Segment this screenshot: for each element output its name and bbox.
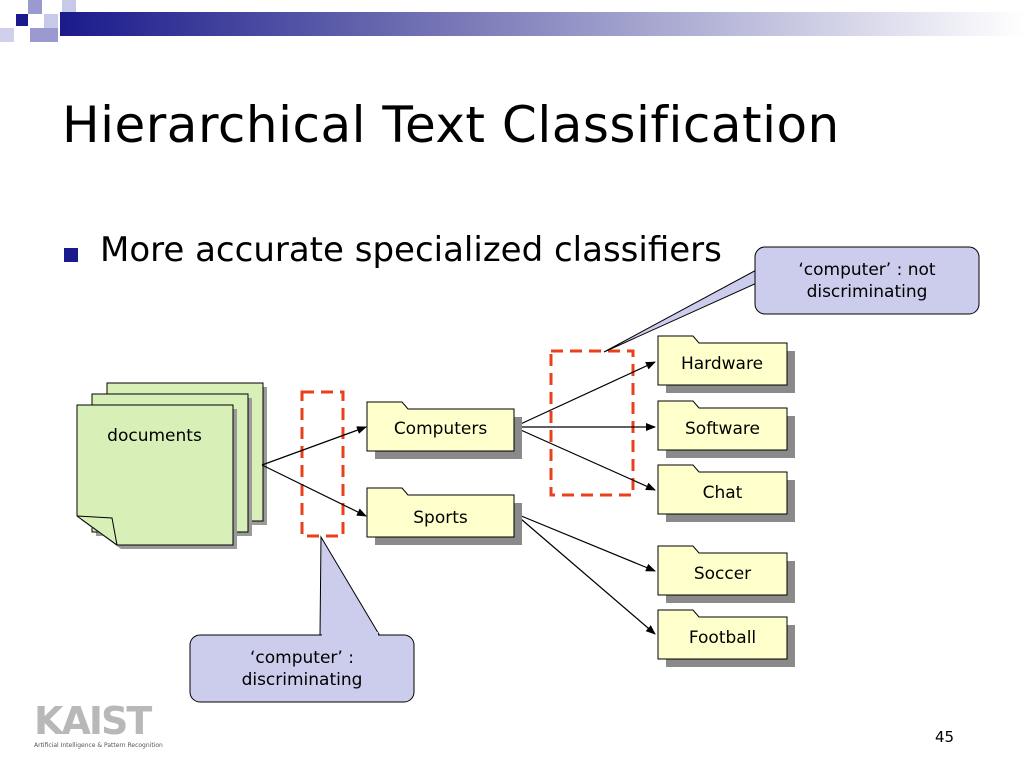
documents-label: documents <box>107 426 202 446</box>
folder-chat-icon <box>657 464 795 522</box>
folder-label-hardware: Hardware <box>680 354 764 374</box>
folder-label-football: Football <box>688 628 757 648</box>
documents-stack-icon <box>76 382 267 549</box>
dashed-box-second-level <box>549 349 635 497</box>
folder-football-icon <box>657 609 795 667</box>
folder-hardware-icon <box>657 335 795 393</box>
folder-software-icon <box>657 400 795 458</box>
folder-label-computers: Computers <box>393 419 488 439</box>
callout-top-text: ‘computer’ : not discriminating <box>798 260 936 302</box>
callout-bottom <box>189 634 415 703</box>
kaist-logo: KAIST Artificial Intelligence & Pattern … <box>34 700 163 749</box>
header-banner <box>0 0 1024 42</box>
svg-text:KAIST: KAIST <box>34 700 152 743</box>
folder-soccer-icon <box>657 545 795 603</box>
callout-bottom-text: ‘computer’ : discriminating <box>241 648 363 690</box>
page-number: 45 <box>935 728 955 746</box>
bullet-text: More accurate specialized classifiers <box>100 230 722 270</box>
bullet-square-icon <box>64 248 78 262</box>
folder-sports-icon <box>366 487 522 545</box>
folder-label-sports: Sports <box>413 508 468 528</box>
dashed-box-first-level <box>300 390 345 538</box>
callout-top <box>754 246 980 315</box>
folder-label-software: Software <box>685 419 760 439</box>
folder-computers-icon <box>366 401 522 459</box>
svg-text:Artificial Intelligence & Patt: Artificial Intelligence & Pattern Recogn… <box>34 742 163 749</box>
slide-title: Hierarchical Text Classification <box>62 96 840 154</box>
folder-label-chat: Chat <box>702 483 743 503</box>
folder-label-soccer: Soccer <box>693 564 752 584</box>
